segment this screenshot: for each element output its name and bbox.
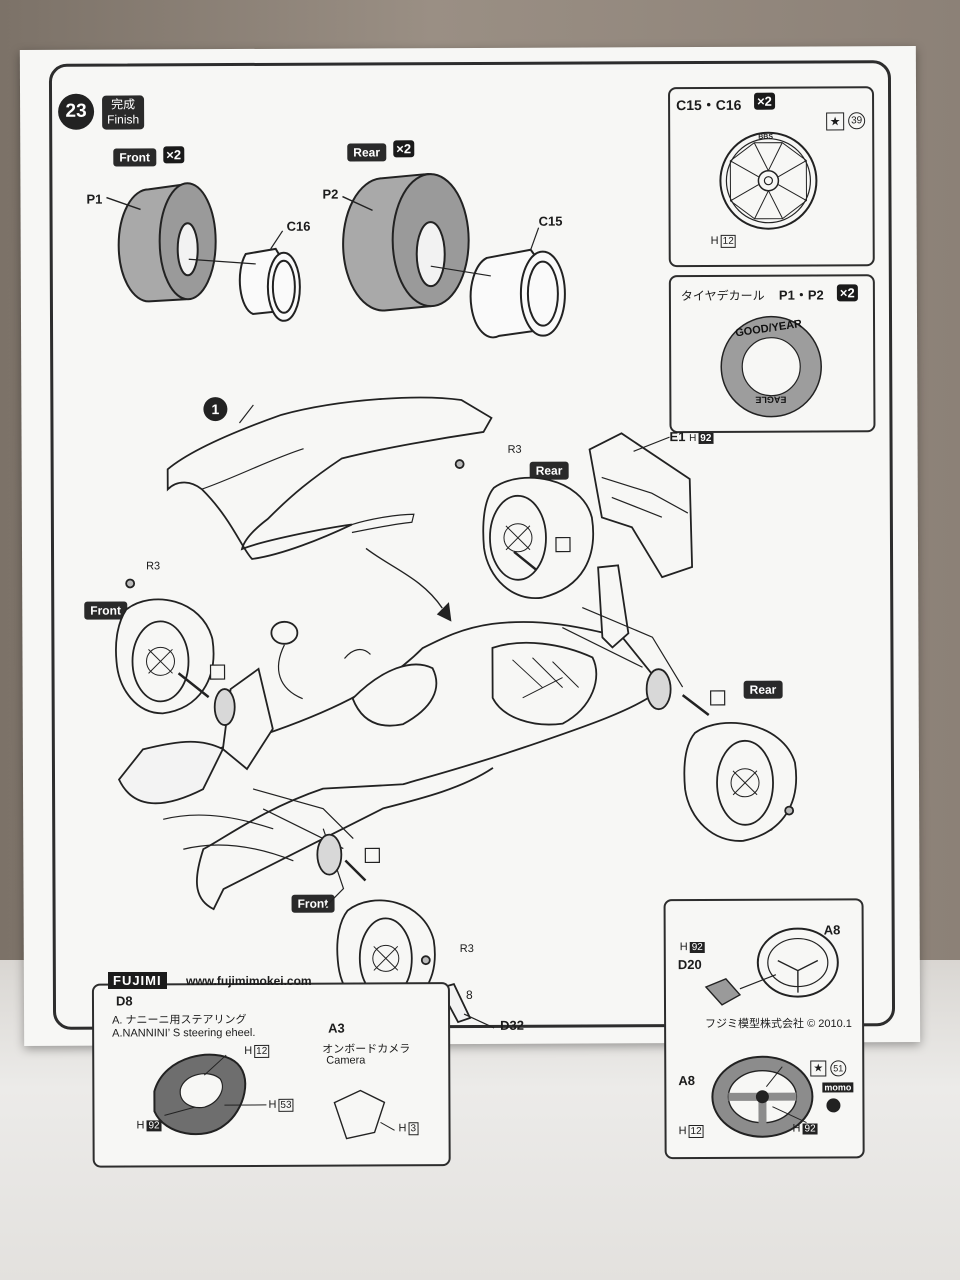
website-url: www.fujimimokei.com — [186, 974, 312, 988]
instruction-sheet: 23 完成 Finish Front ×2 Rear ×2 P1 C16 P2 … — [19, 46, 921, 1168]
fujimi-logo-footer: FUJIMI — [108, 972, 167, 989]
top-tires-drawing — [106, 173, 566, 339]
tire-decal-panel: タイヤデカール P1・P2 ×2 GOOD/YEAR EAGLE — [668, 274, 876, 434]
steering-wheel-drawing — [704, 927, 839, 1138]
page-number: 8 — [466, 988, 473, 1002]
alternative-parts-panel: D8 A. ナニーニ用ステアリング A.NANNINI’ S steering … — [91, 982, 451, 1168]
company-footer: フジミ模型株式会社 © 2010.1 — [705, 1018, 852, 1030]
tire-decal-drawing — [720, 315, 822, 418]
d8-steering-drawing — [153, 1053, 395, 1140]
bbs-wheel-drawing — [719, 131, 818, 230]
